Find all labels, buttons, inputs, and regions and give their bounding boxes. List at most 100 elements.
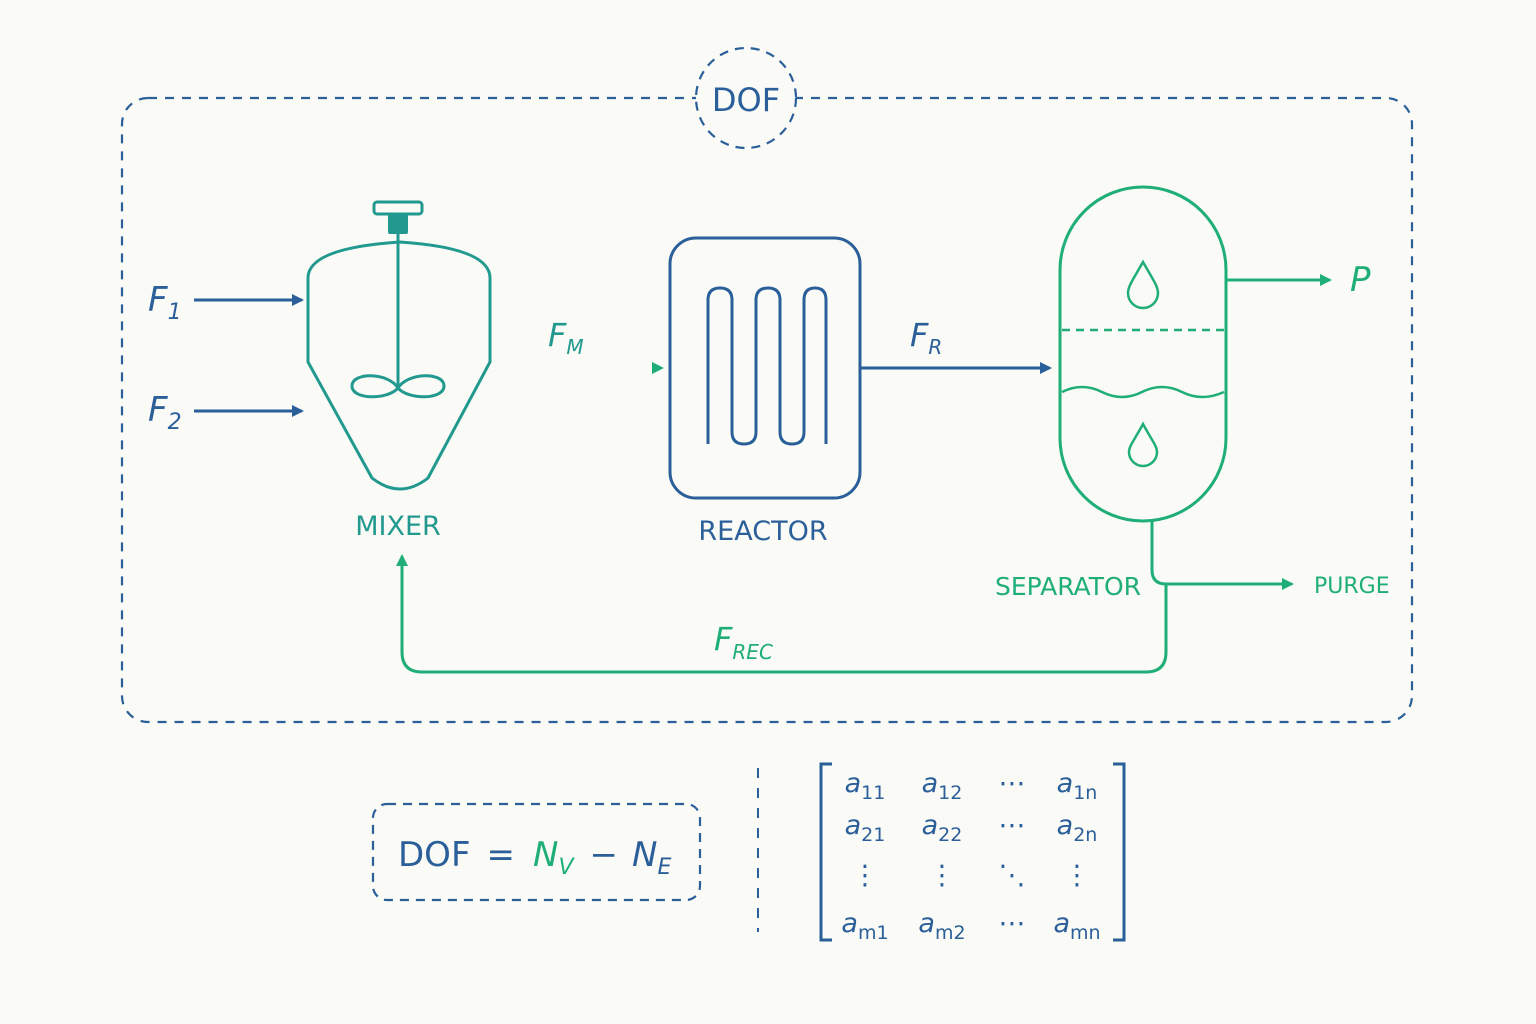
matrix-cell: a11 bbox=[845, 768, 886, 804]
matrix-cell-subscript: m1 bbox=[858, 922, 889, 944]
matrix-cell-symbol: a bbox=[922, 768, 939, 799]
matrix-cell-subscript: 12 bbox=[938, 782, 962, 804]
separator-liquid-wave bbox=[1061, 385, 1225, 399]
equation-ne: N bbox=[632, 835, 657, 875]
stream-f2-subscript: 2 bbox=[168, 410, 182, 435]
matrix-cell-subscript: 1n bbox=[1073, 782, 1097, 804]
stream-f1-symbol: F bbox=[148, 280, 168, 320]
mixer-unit: MIXER bbox=[306, 200, 492, 542]
matrix-cell-subscript: 21 bbox=[861, 824, 885, 846]
stream-recycle: FREC bbox=[396, 554, 1168, 674]
svg-text:DOF=NV−NE: DOF=NV−NE bbox=[398, 835, 671, 880]
dof-badge-label: DOF bbox=[712, 81, 780, 119]
matrix-cell-subscript: mn bbox=[1070, 922, 1101, 944]
svg-text:FM: FM bbox=[548, 316, 584, 359]
matrix-cell: ⋯ bbox=[999, 810, 1026, 841]
stream-fm-subscript: M bbox=[566, 335, 583, 359]
matrix-cell: amn bbox=[1053, 908, 1100, 944]
stream-fr: FR bbox=[860, 316, 1052, 374]
matrix-cell: ⋱ bbox=[999, 860, 1026, 891]
agitator-motor bbox=[372, 200, 424, 216]
mixer-vessel bbox=[306, 240, 492, 491]
droplet-icon bbox=[1127, 421, 1159, 468]
matrix-left-bracket bbox=[819, 762, 832, 942]
matrix-cell: a12 bbox=[922, 768, 963, 804]
matrix-cell-symbol: a bbox=[845, 768, 862, 799]
matrix-cell-symbol: a bbox=[1053, 908, 1070, 939]
matrix-cell-symbol: a bbox=[1057, 768, 1074, 799]
matrix-cell-symbol: a bbox=[1057, 810, 1074, 841]
equation-nv: N bbox=[533, 835, 558, 875]
stream-f1-subscript: 1 bbox=[168, 300, 182, 325]
reactor-coil-icon bbox=[706, 286, 828, 446]
matrix-cell: ⋮ bbox=[852, 860, 879, 891]
equation-minus: − bbox=[590, 835, 619, 875]
reactor-label: REACTOR bbox=[698, 516, 827, 547]
stream-recycle-line bbox=[396, 554, 1168, 674]
equation-ne-subscript: E bbox=[657, 855, 671, 880]
stream-fm-symbol: F bbox=[548, 316, 567, 354]
equation-equals: = bbox=[487, 835, 516, 875]
svg-text:FREC: FREC bbox=[714, 620, 773, 664]
dof-equation-box bbox=[371, 802, 702, 902]
stream-product-label: P bbox=[1350, 260, 1371, 300]
impeller-icon bbox=[350, 374, 446, 399]
stream-f1: F1 bbox=[148, 280, 304, 325]
dof-badge: DOF bbox=[694, 46, 798, 150]
matrix-right-bracket bbox=[1113, 762, 1126, 942]
matrix-cell-symbol: a bbox=[845, 810, 862, 841]
matrix-cell-symbol: a bbox=[918, 908, 935, 939]
matrix-cell-symbol: a bbox=[922, 810, 939, 841]
reactor-unit: REACTOR bbox=[668, 236, 862, 547]
equation-lhs: DOF bbox=[398, 835, 471, 875]
matrix-cell: am1 bbox=[841, 908, 888, 944]
svg-text:F2: F2 bbox=[148, 390, 182, 435]
stream-product: P bbox=[1226, 260, 1371, 300]
matrix-cell-symbol: a bbox=[841, 908, 858, 939]
matrix-cell: a2n bbox=[1057, 810, 1098, 846]
stream-frec-subscript: REC bbox=[732, 640, 773, 664]
stream-fm: FM bbox=[490, 316, 664, 374]
stream-fr-subscript: R bbox=[928, 335, 942, 359]
mixer-label: MIXER bbox=[355, 511, 441, 542]
matrix-cell: ⋮ bbox=[929, 860, 956, 891]
matrix-cell-subscript: 2n bbox=[1073, 824, 1097, 846]
svg-text:F1: F1 bbox=[148, 280, 182, 325]
matrix-cell-subscript: m2 bbox=[935, 922, 966, 944]
matrix-cell-symbol: ⋯ bbox=[999, 810, 1026, 841]
stream-purge-line bbox=[1150, 520, 1294, 590]
matrix-cell-subscript: 22 bbox=[938, 824, 962, 846]
reactor-box bbox=[668, 236, 862, 500]
dof-equation: DOF=NV−NE bbox=[371, 802, 702, 902]
matrix-cell: a22 bbox=[922, 810, 963, 846]
matrix-cell: ⋯ bbox=[999, 908, 1026, 939]
matrix-cell: a21 bbox=[845, 810, 886, 846]
system-boundary bbox=[120, 96, 1414, 724]
matrix-cell-symbol: ⋮ bbox=[1064, 860, 1091, 891]
matrix-cell: am2 bbox=[918, 908, 965, 944]
matrix-cell-symbol: ⋮ bbox=[929, 860, 956, 891]
droplet-icon bbox=[1126, 259, 1160, 310]
separator-label: SEPARATOR bbox=[995, 572, 1141, 601]
matrix-cell-symbol: ⋯ bbox=[999, 768, 1026, 799]
stream-fr-symbol: F bbox=[910, 316, 929, 354]
matrix-cell-symbol: ⋮ bbox=[852, 860, 879, 891]
matrix-cell-symbol: ⋱ bbox=[999, 860, 1026, 891]
matrix-cell: a1n bbox=[1057, 768, 1098, 804]
separator-vessel bbox=[1058, 185, 1228, 523]
matrix-cell: ⋮ bbox=[1064, 860, 1091, 891]
matrix-cell-subscript: 11 bbox=[861, 782, 885, 804]
stream-purge-label: PURGE bbox=[1314, 574, 1390, 599]
equation-nv-subscript: V bbox=[558, 855, 575, 880]
matrix-cell-symbol: ⋯ bbox=[999, 908, 1026, 939]
stream-frec-symbol: F bbox=[714, 620, 733, 658]
separator-unit: SEPARATOR bbox=[995, 185, 1228, 601]
matrix-cell: ⋯ bbox=[999, 768, 1026, 799]
stream-f2-symbol: F bbox=[148, 390, 168, 430]
svg-text:FR: FR bbox=[910, 316, 942, 359]
stream-purge: PURGE bbox=[1150, 520, 1390, 599]
stream-f2: F2 bbox=[148, 390, 304, 435]
